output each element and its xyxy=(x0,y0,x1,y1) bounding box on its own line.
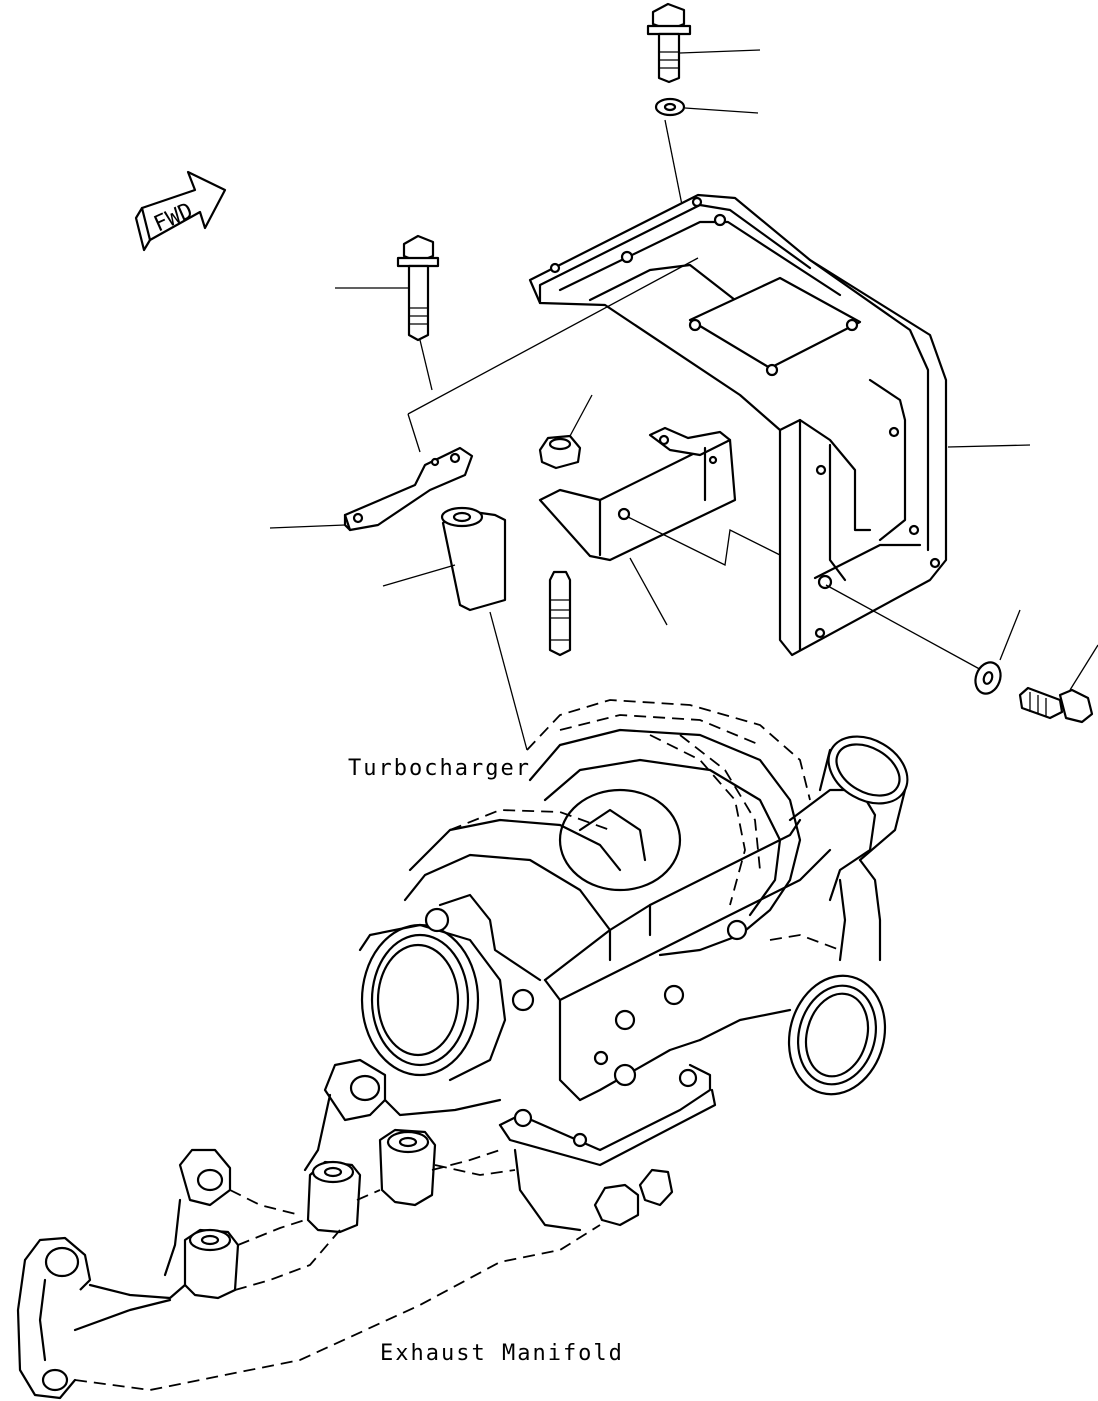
turbocharger xyxy=(358,699,909,1232)
right-bolt xyxy=(1018,644,1098,724)
turbocharger-label: Turbocharger xyxy=(348,756,531,781)
flange-nut xyxy=(538,394,593,470)
leader-line xyxy=(1069,644,1098,691)
exhaust-manifold-label: Exhaust Manifold xyxy=(380,1341,624,1366)
leader-line xyxy=(629,557,668,626)
leader-line xyxy=(269,524,346,529)
leader-line xyxy=(382,564,456,587)
leader-line xyxy=(684,107,759,114)
small-plate xyxy=(269,446,474,532)
leader-line xyxy=(679,49,761,54)
spacer-tube xyxy=(382,506,528,751)
leader-line xyxy=(947,444,1031,448)
middle-bracket xyxy=(538,426,781,626)
right-washer xyxy=(974,609,1021,695)
left-bolt xyxy=(335,234,699,453)
main-bracket xyxy=(528,193,1031,673)
exhaust-manifold xyxy=(16,1058,601,1400)
leader-line xyxy=(569,394,593,437)
stud xyxy=(548,570,572,657)
leader-line xyxy=(999,609,1021,661)
top-bolt xyxy=(646,2,761,84)
fwd-arrow-icon: FWD xyxy=(134,170,227,252)
